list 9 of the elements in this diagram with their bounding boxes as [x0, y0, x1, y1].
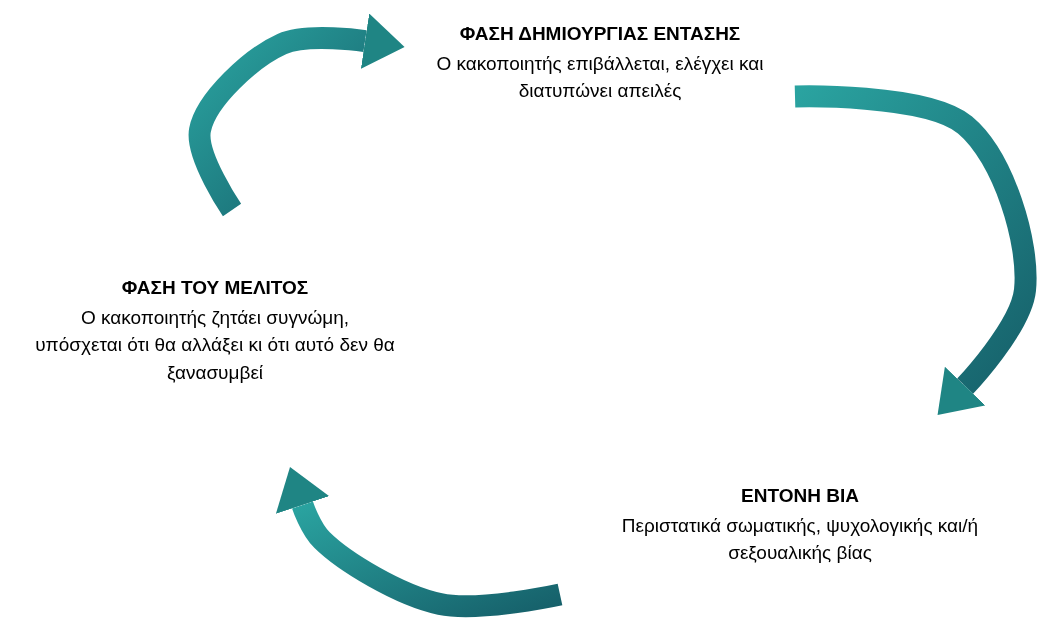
- curved-arrow: [794, 85, 1037, 416]
- phase-description: Ο κακοποιητής ζητάει συγνώμη, υπόσχεται ότι θα αλλάξει κι ότι αυτό δεν θα ξανασυμβεί: [35, 305, 395, 385]
- phase-description: Περιστατικά σωματικής, ψυχολογικής και/ή σεξουαλικής βίας: [620, 513, 980, 566]
- phase-heading: ΕΝΤΟΝΗ ΒΙΑ: [741, 484, 859, 508]
- curved-arrow: [276, 467, 563, 618]
- phase-description: Ο κακοποιητής επιβάλλεται, ελέγχει και διατυπώνει απειλές: [435, 51, 765, 104]
- curved-arrow: [188, 13, 405, 217]
- phase-heading: ΦΑΣΗ ΤΟΥ ΜΕΛΙΤΟΣ: [121, 276, 309, 300]
- phase-heading: ΦΑΣΗ ΔΗΜΙΟΥΡΓΙΑΣ ΕΝΤΑΣΗΣ: [459, 22, 741, 46]
